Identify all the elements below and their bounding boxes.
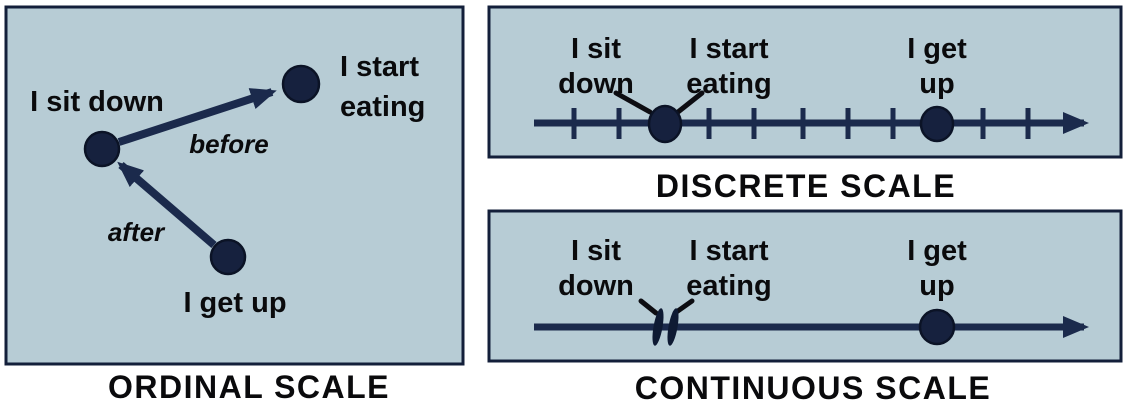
ordinal-scale-panel: I sit down I start eating I get up befor… [4, 5, 465, 404]
continuous-get-up-point [918, 308, 956, 346]
get-up-node [209, 238, 247, 276]
discrete-sit-label-line1: I sit [571, 33, 621, 65]
sit-down-label: I sit down [30, 86, 164, 118]
discrete-eat-label-line1: I start [690, 33, 769, 65]
continuous-get-label-line2: up [919, 270, 954, 302]
continuous-scale-caption: CONTINUOUS SCALE [635, 370, 991, 404]
sit-down-node [83, 130, 121, 168]
discrete-leader-left [613, 90, 653, 115]
continuous-eat-label-line1: I start [690, 235, 769, 267]
discrete-sit-label-line2: down [558, 68, 634, 100]
discrete-scale-panel: I sit down I start eating I get up DISCR… [487, 5, 1123, 204]
after-edge-label: after [108, 217, 166, 247]
continuous-panel-frame [487, 209, 1123, 363]
continuous-eat-label-line2: eating [686, 270, 771, 302]
start-eating-label-line2: eating [340, 91, 425, 123]
discrete-get-label-line2: up [919, 68, 954, 100]
continuous-leader-left [638, 298, 659, 316]
continuous-get-label-line1: I get [907, 235, 967, 267]
ordinal-scale-caption: ORDINAL SCALE [108, 369, 390, 404]
continuous-scale-panel: I sit down I start eating I get up CONTI… [487, 209, 1123, 404]
ordinal-panel-frame [4, 5, 465, 366]
after-arrow [117, 161, 217, 249]
discrete-sit-eat-point [647, 104, 683, 144]
discrete-tick-marks [571, 108, 1031, 139]
start-eating-label-line1: I start [340, 51, 419, 83]
discrete-scale-caption: DISCRETE SCALE [656, 168, 956, 204]
get-up-label: I get up [183, 287, 286, 319]
discrete-get-label-line1: I get [907, 33, 967, 65]
axis-break-icon [652, 308, 679, 346]
start-eating-node [281, 64, 321, 104]
discrete-eat-label-line2: eating [686, 68, 771, 100]
before-arrow [117, 88, 277, 146]
discrete-get-up-point [919, 105, 955, 143]
discrete-leader-right [675, 90, 705, 115]
continuous-sit-label-line1: I sit [571, 235, 621, 267]
continuous-sit-label-line2: down [558, 270, 634, 302]
before-edge-label: before [189, 129, 268, 159]
